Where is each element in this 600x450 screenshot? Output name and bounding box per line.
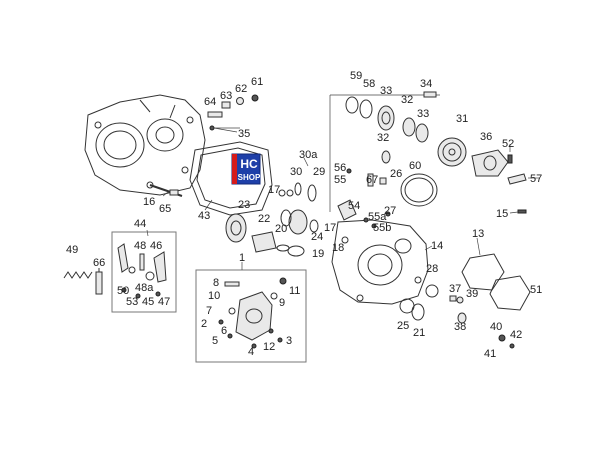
callout-60: 60	[409, 160, 421, 172]
pin-part	[95, 268, 103, 295]
callout-48a: 48a	[135, 282, 154, 294]
callout-10: 10	[208, 290, 220, 302]
callout-4: 4	[248, 346, 254, 358]
callout-29: 29	[313, 166, 325, 178]
callout-51: 51	[530, 284, 542, 296]
fork-small-parts	[337, 168, 391, 229]
callout-41: 41	[484, 348, 496, 360]
callout-3: 3	[286, 335, 292, 347]
hc-shop-logo: HC SHOP	[231, 153, 261, 185]
callout-65: 65	[159, 203, 171, 215]
callout-50: 50	[117, 285, 129, 297]
callout-66: 66	[93, 257, 105, 269]
callout-40: 40	[490, 321, 502, 333]
callout-55: 55	[334, 174, 346, 186]
callout-26: 26	[390, 168, 402, 180]
callout-17: 17	[268, 184, 280, 196]
callout-27: 27	[384, 205, 396, 217]
spring-part	[63, 271, 93, 279]
callout-30a: 30a	[299, 149, 318, 161]
upper-shaft-parts	[345, 91, 437, 164]
callout-35: 35	[238, 128, 250, 140]
callout-9: 9	[279, 297, 285, 309]
callout-42: 42	[510, 329, 522, 341]
belt-ring-part	[367, 173, 438, 207]
logo-line2: SHOP	[238, 173, 261, 182]
shaft-part	[149, 184, 183, 197]
callout-52: 52	[502, 138, 514, 150]
callout-25: 25	[397, 320, 409, 332]
callout-44: 44	[134, 218, 146, 230]
assembly-bracket	[329, 94, 440, 212]
callout-18: 18	[332, 242, 344, 254]
callout-37: 37	[449, 283, 461, 295]
leader-lines	[146, 127, 540, 270]
callout-53: 53	[126, 296, 138, 308]
callout-28: 28	[426, 263, 438, 275]
callout-22: 22	[258, 213, 270, 225]
callout-64: 64	[204, 96, 216, 108]
gasket-part	[189, 141, 273, 216]
final-drive-gear	[437, 137, 527, 185]
callout-19: 19	[312, 248, 324, 260]
callout-58: 58	[363, 78, 375, 90]
right-cover-parts	[399, 209, 531, 349]
callout-32: 32	[401, 94, 413, 106]
callout-8: 8	[213, 277, 219, 289]
callout-48: 48	[134, 240, 146, 252]
callout-16: 16	[143, 196, 155, 208]
callout-59: 59	[350, 70, 362, 82]
callout-67: 67	[366, 174, 378, 186]
top-small-parts	[207, 94, 259, 131]
main-case-part	[331, 219, 429, 305]
callout-45: 45	[142, 296, 154, 308]
callout-14: 14	[431, 240, 443, 252]
callout-13: 13	[472, 228, 484, 240]
callout-12: 12	[263, 341, 275, 353]
callout-47: 47	[158, 296, 170, 308]
callout-36: 36	[480, 131, 492, 143]
callout-39: 39	[466, 288, 478, 300]
callout-61: 61	[251, 76, 263, 88]
oil-pump-frame	[195, 269, 307, 363]
callout-30: 30	[290, 166, 302, 178]
callout-1: 1	[239, 252, 245, 264]
callout-6: 6	[221, 325, 227, 337]
callout-21: 21	[413, 327, 425, 339]
callout-38: 38	[454, 321, 466, 333]
callout-54: 54	[348, 200, 360, 212]
callout-20: 20	[275, 223, 287, 235]
lever-assembly-frame	[111, 231, 177, 313]
callout-55b: 55b	[373, 222, 391, 234]
callout-2: 2	[201, 318, 207, 330]
callout-55a: 55a	[368, 211, 387, 223]
logo-line1: HC	[240, 157, 258, 171]
callout-56: 56	[334, 162, 346, 174]
callout-62: 62	[235, 83, 247, 95]
callout-15: 15	[496, 208, 508, 220]
callout-63: 63	[220, 90, 232, 102]
callout-32b: 32	[377, 132, 389, 144]
callout-24: 24	[311, 231, 323, 243]
left-cover-part	[84, 94, 206, 196]
callout-43: 43	[198, 210, 210, 222]
callout-11: 11	[289, 285, 300, 297]
callout-5: 5	[212, 335, 218, 347]
callout-23: 23	[238, 199, 250, 211]
callout-33: 33	[380, 85, 392, 97]
callout-7: 7	[206, 305, 212, 317]
callout-33b: 33	[417, 108, 429, 120]
washers	[287, 182, 319, 257]
gear-cluster	[225, 189, 308, 253]
callout-34: 34	[420, 78, 432, 90]
callout-31: 31	[456, 113, 468, 125]
callout-46: 46	[150, 240, 162, 252]
callout-57: 57	[530, 173, 542, 185]
callout-labels: 59 58 33 34 32 33 31 36 52 57 32 60 26 5…	[66, 70, 542, 360]
callout-17b: 17	[324, 222, 336, 234]
callout-49: 49	[66, 244, 78, 256]
